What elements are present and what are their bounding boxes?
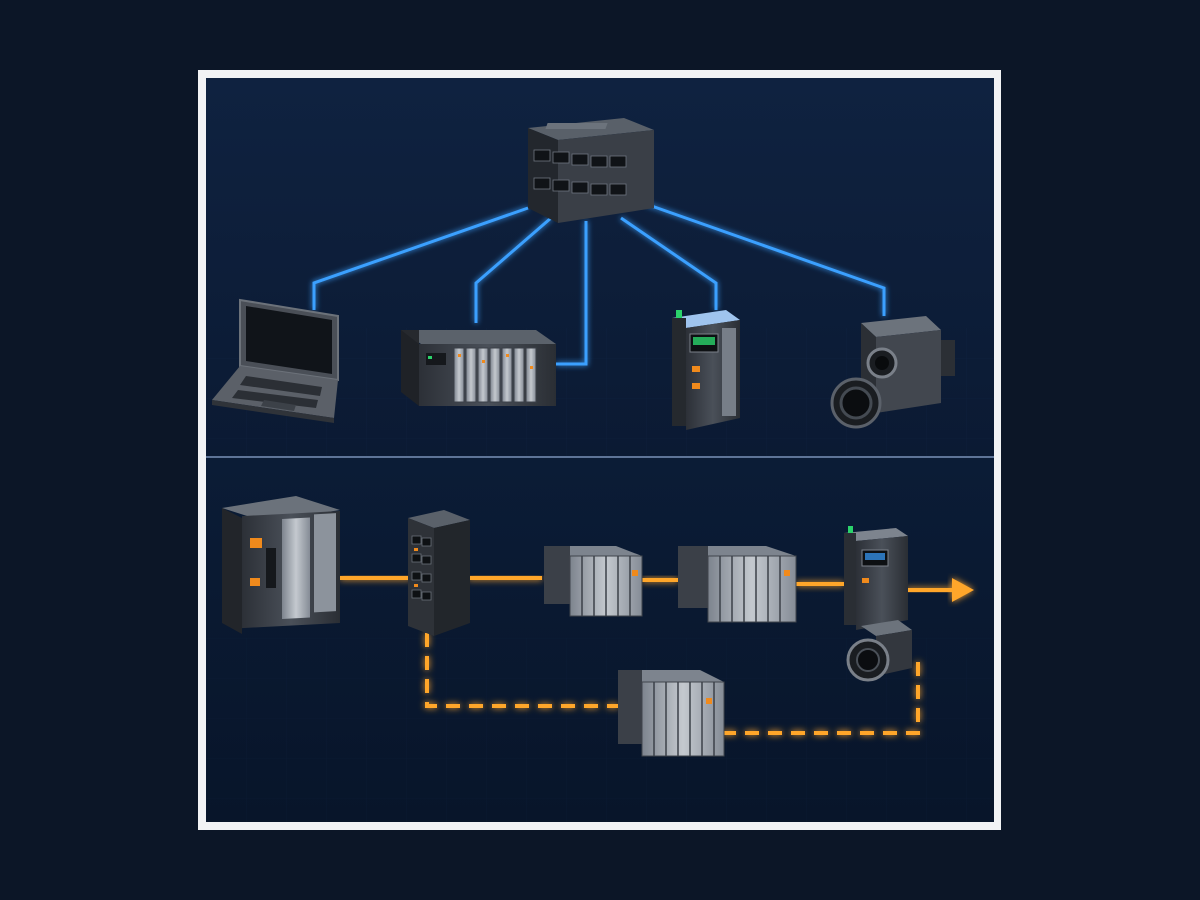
link-switch-camera: [645, 202, 886, 316]
star-links: [312, 202, 886, 366]
controller-icon: [222, 496, 340, 634]
link-switch-plc-b: [556, 221, 588, 366]
network-diagram: [206, 78, 994, 822]
link-switch-io-module: [620, 216, 718, 310]
redundant-ring-link: [425, 633, 920, 735]
camera-icon: [846, 620, 912, 682]
io-block-icon-1: [544, 546, 643, 617]
main-line-links: [340, 576, 954, 592]
laptop-icon: [212, 298, 339, 423]
plc-rack-modules: [453, 347, 537, 403]
io-block-icon-3: [618, 670, 725, 757]
link-switch-laptop: [312, 206, 529, 310]
industrial-camera-icon: [830, 316, 955, 429]
plc-rack-icon: [401, 330, 556, 406]
io-block-icon-2: [678, 546, 797, 623]
ethernet-switch-icon: [528, 118, 654, 223]
managed-switch-icon: [408, 510, 470, 636]
link-switch-plc-a: [474, 216, 552, 323]
io-module-icon: [672, 310, 740, 430]
flow-arrow-icon: [952, 578, 974, 602]
drive-module-icon: [844, 526, 908, 630]
